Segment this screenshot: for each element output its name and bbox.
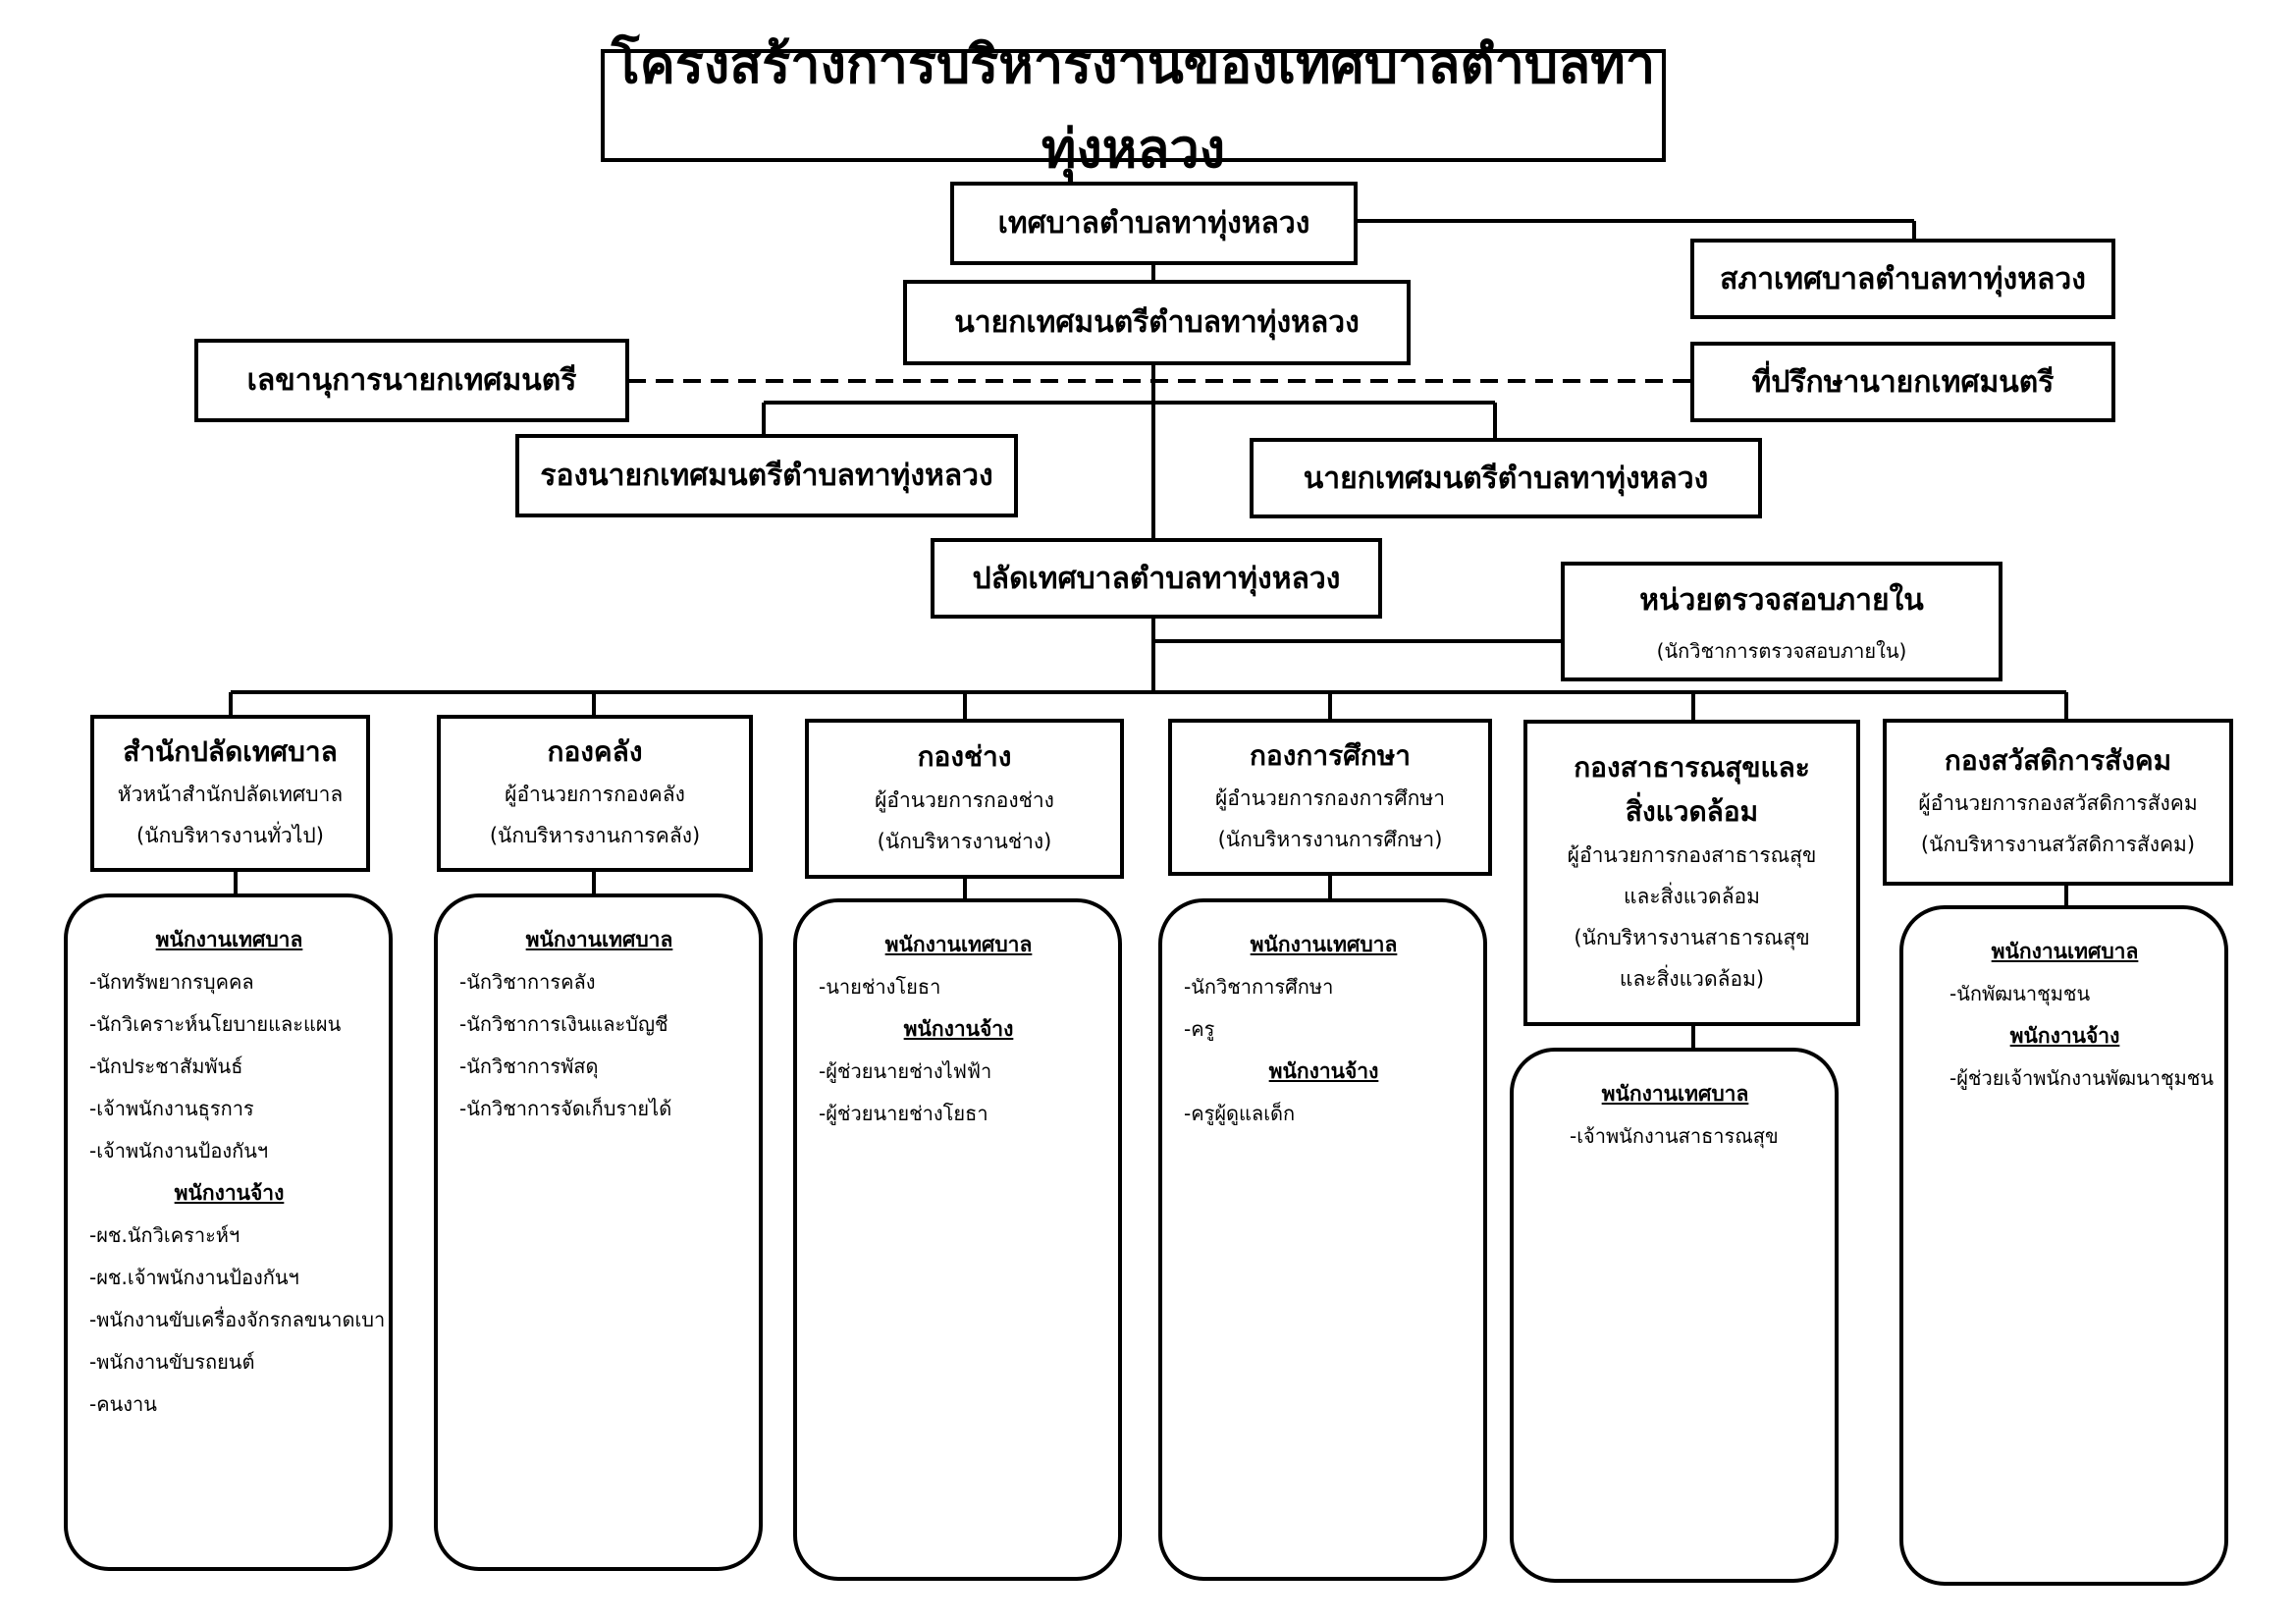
list-item: -ผู้ช่วยนายช่างโยธา <box>819 1102 988 1125</box>
list-item: -นักประชาสัมพันธ์ <box>89 1055 243 1078</box>
staff-heading: พนักงานจ้าง <box>174 1181 285 1205</box>
list-item: -ผู้ช่วยเจ้าพนักงานพัฒนาชุมชน <box>1949 1066 2215 1090</box>
staff-heading: พนักงานเทศบาล <box>884 933 1033 956</box>
staff-heading: พนักงานเทศบาล <box>155 928 303 951</box>
list-item: -ครูผู้ดูแลเด็ก <box>1184 1102 1296 1125</box>
list-item: -นักวิชาการคลัง <box>459 970 596 994</box>
department-box: สำนักปลัดเทศบาล หัวหน้าสำนักปลัดเทศบาล (… <box>90 715 370 872</box>
list-item: -ผช.เจ้าพนักงานป้องกันฯ <box>89 1266 299 1289</box>
list-item: -พนักงานขับรถยนต์ <box>89 1350 255 1374</box>
list-item: -นักวิชาการจัดเก็บรายได้ <box>459 1097 672 1120</box>
staff-box: พนักงานเทศบาล -นักพัฒนาชุมชน พนักงานจ้าง… <box>1899 905 2228 1586</box>
list-item: -นักวิเคราะห์นโยบายและแผน <box>89 1012 342 1036</box>
list-item: -นักวิชาการเงินและบัญชี <box>459 1012 668 1036</box>
municipal-clerk-box: ปลัดเทศบาลตำบลทาทุ่งหลวง <box>931 538 1382 619</box>
list-item: -นักวิชาการศึกษา <box>1184 975 1334 999</box>
list-item: -ผช.นักวิเคราะห์ฯ <box>89 1223 240 1247</box>
council-box: สภาเทศบาลตำบลทาทุ่งหลวง <box>1690 239 2115 319</box>
department-box: กองคลัง ผู้อำนวยการกองคลัง (นักบริหารงาน… <box>437 715 753 872</box>
list-item: -นักทรัพยากรบุคคล <box>89 970 254 994</box>
mayor-box: นายกเทศมนตรีตำบลทาทุ่งหลวง <box>903 280 1411 365</box>
advisor-box: ที่ปรึกษานายกเทศมนตรี <box>1690 342 2115 422</box>
list-item: -คนงาน <box>89 1392 157 1416</box>
internal-audit-box: หน่วยตรวจสอบภายใน (นักวิชาการตรวจสอบภายใ… <box>1561 562 2002 681</box>
department-box: กองการศึกษา ผู้อำนวยการกองการศึกษา (นักบ… <box>1168 719 1492 876</box>
staff-heading: พนักงานเทศบาล <box>525 928 673 951</box>
staff-box: พนักงานเทศบาล -นักทรัพยากรบุคคล -นักวิเค… <box>64 893 393 1571</box>
staff-heading: พนักงานเทศบาล <box>1601 1082 1749 1106</box>
municipality-box: เทศบาลตำบลทาทุ่งหลวง <box>950 182 1358 265</box>
list-item: -ครู <box>1184 1017 1215 1041</box>
staff-heading: พนักงานเทศบาล <box>1250 933 1398 956</box>
staff-box: พนักงานเทศบาล -เจ้าพนักงานสาธารณสุข <box>1510 1048 1839 1583</box>
staff-box: พนักงานเทศบาล -นักวิชาการศึกษา -ครู พนัก… <box>1158 898 1487 1581</box>
department-box: กองสาธารณสุขและ สิ่งแวดล้อม ผู้อำนวยการก… <box>1523 720 1860 1026</box>
list-item: -นักวิชาการพัสดุ <box>459 1055 599 1078</box>
deputy-mayor-box-2: นายกเทศมนตรีตำบลทาทุ่งหลวง <box>1250 438 1762 518</box>
list-item: -นายช่างโยธา <box>819 975 941 999</box>
list-item: -นักพัฒนาชุมชน <box>1949 982 2091 1005</box>
staff-heading: พนักงานจ้าง <box>1268 1059 1379 1083</box>
staff-heading: พนักงานจ้าง <box>2009 1024 2120 1048</box>
department-box: กองสวัสดิการสังคม ผู้อำนวยการกองสวัสดิกา… <box>1883 719 2233 886</box>
list-item: -เจ้าพนักงานธุรการ <box>89 1097 254 1120</box>
list-item: -เจ้าพนักงานป้องกันฯ <box>89 1139 269 1163</box>
department-box: กองช่าง ผู้อำนวยการกองช่าง (นักบริหารงาน… <box>805 719 1124 879</box>
list-item: -เจ้าพนักงานสาธารณสุข <box>1570 1124 1779 1148</box>
page-title: โครงสร้างการบริหารงานของเทศบาลตำบลทาทุ่ง… <box>601 33 1666 180</box>
staff-box: พนักงานเทศบาล -นายช่างโยธา พนักงานจ้าง -… <box>793 898 1122 1581</box>
staff-heading: พนักงานเทศบาล <box>1991 940 2139 963</box>
deputy-mayor-box: รองนายกเทศมนตรีตำบลทาทุ่งหลวง <box>515 434 1018 517</box>
staff-box: พนักงานเทศบาล -นักวิชาการคลัง -นักวิชากา… <box>434 893 763 1571</box>
staff-heading: พนักงานจ้าง <box>903 1017 1014 1041</box>
list-item: -ผู้ช่วยนายช่างไฟฟ้า <box>819 1059 992 1083</box>
secretary-box: เลขานุการนายกเทศมนตรี <box>194 339 629 422</box>
list-item: -พนักงานขับเครื่องจักรกลขนาดเบา <box>89 1308 386 1331</box>
